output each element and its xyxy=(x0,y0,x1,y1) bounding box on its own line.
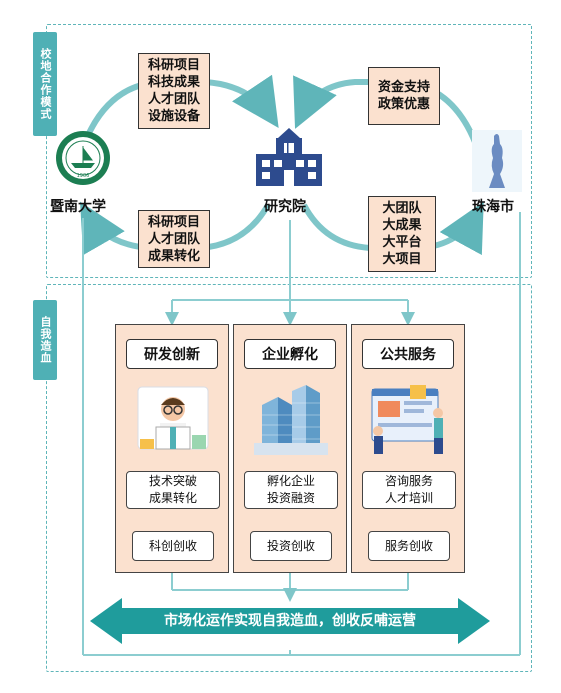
side-tab-cooperation: 校地合作模式 xyxy=(33,32,57,136)
column-public-service: 公共服务 咨询服务 人才培训 服务创收 xyxy=(351,324,465,573)
column-items-box: 技术突破 成果转化 xyxy=(126,471,220,509)
column-result-box: 科创创收 xyxy=(132,531,214,561)
researcher-illustration xyxy=(130,383,216,457)
column-items-box: 咨询服务 人才培训 xyxy=(362,471,456,509)
university-label: 暨南大学 xyxy=(50,199,106,215)
column-result-box: 投资创收 xyxy=(250,531,332,561)
column-items-box: 孵化企业 投资融资 xyxy=(244,471,338,509)
column-result-box: 服务创收 xyxy=(368,531,450,561)
column-title: 企业孵化 xyxy=(244,339,336,369)
city-label: 珠海市 xyxy=(472,199,514,215)
office-towers-illustration xyxy=(248,383,334,457)
banner-arrow-shape xyxy=(90,598,490,644)
column-rd-innovation: 研发创新 技术突破 成果转化 科创创收 xyxy=(115,324,229,573)
institute-building-icon xyxy=(254,126,324,188)
side-tab-self-sustain: 自我造血 xyxy=(33,300,57,380)
column-incubation: 企业孵化 孵化企业 投资融资 投资创收 xyxy=(233,324,347,573)
banner-text: 市场化运作实现自我造血，创收反哺运营 xyxy=(164,613,416,629)
svg-text:1906: 1906 xyxy=(77,173,90,179)
column-title: 研发创新 xyxy=(126,339,218,369)
city-statue-icon xyxy=(472,130,522,192)
column-title: 公共服务 xyxy=(362,339,454,369)
institute-label: 研究院 xyxy=(264,199,306,215)
service-illustration xyxy=(366,383,452,457)
flow-box-uni-to-inst: 科研项目 科技成果 人才团队 设施设备 xyxy=(138,53,210,129)
university-logo: 1906 xyxy=(55,130,111,186)
flow-box-inst-to-uni: 科研项目 人才团队 成果转化 xyxy=(138,210,210,268)
flow-box-inst-to-city: 大团队 大成果 大平台 大项目 xyxy=(368,196,436,272)
flow-box-city-to-inst: 资金支持 政策优惠 xyxy=(368,67,440,125)
